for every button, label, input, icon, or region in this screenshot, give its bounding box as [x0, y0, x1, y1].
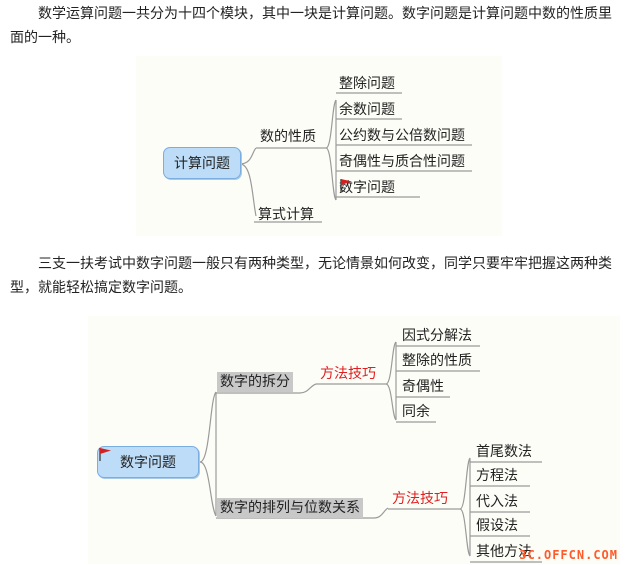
leaf-gcd-lcm[interactable]: 公约数与公倍数问题	[339, 128, 465, 144]
branch-arrangement-digits[interactable]: 数字的排列与位数关系	[217, 498, 363, 518]
branch-expression-calculation[interactable]: 算式计算	[258, 207, 314, 223]
leaf-other-methods[interactable]: 其他方法	[476, 544, 532, 560]
intro-paragraph: 数学运算问题一共分为十四个模块，其中一块是计算问题。数字问题是计算问题中数的性质…	[10, 6, 612, 46]
middle-paragraph: 三支一扶考试中数字问题一般只有两种类型，无论情景如何改变，同学只要牢牢把握这两种…	[10, 256, 612, 296]
branch-number-properties[interactable]: 数的性质	[260, 129, 316, 145]
leaf-substitution[interactable]: 代入法	[476, 494, 518, 510]
mindmap-calculation-connectors	[239, 92, 472, 223]
root-node-calculation[interactable]: 计算问题	[163, 147, 241, 179]
leaf-assumption[interactable]: 假设法	[476, 518, 518, 534]
leaf-congruence[interactable]: 同余	[402, 404, 430, 420]
leaf-number-problem-label: 数字问题	[339, 180, 395, 196]
watermark-logo: 3C.OFFCN.COM	[519, 548, 618, 562]
leaf-remainder[interactable]: 余数问题	[339, 102, 395, 118]
root-node-calculation-label: 计算问题	[174, 156, 230, 172]
branch-number-splitting[interactable]: 数字的拆分	[217, 372, 293, 392]
root-node-number-problem[interactable]: 数字问题	[97, 446, 199, 478]
leaf-divisibility-property[interactable]: 整除的性质	[402, 353, 472, 369]
leaf-head-tail[interactable]: 首尾数法	[476, 444, 532, 460]
method-tips-a[interactable]: 方法技巧	[320, 366, 376, 382]
leaf-factorization[interactable]: 因式分解法	[402, 328, 472, 344]
leaf-parity-primality[interactable]: 奇偶性与质合性问题	[339, 154, 465, 170]
method-tips-b[interactable]: 方法技巧	[392, 491, 448, 507]
mindmap-calculation: 计算问题 数的性质 算式计算 整除问题 余数问题 公约数与公倍数问题 奇偶性与质…	[136, 56, 502, 236]
leaf-parity[interactable]: 奇偶性	[402, 379, 444, 395]
leaf-equation[interactable]: 方程法	[476, 468, 518, 484]
leaf-number-problem[interactable]: 数字问题	[339, 178, 395, 198]
root-node-number-problem-label: 数字问题	[120, 455, 176, 471]
leaf-divisibility[interactable]: 整除问题	[339, 76, 395, 92]
mindmap-number-problem-connectors	[199, 341, 542, 563]
mindmap-number-problem: 数字问题 数字的拆分 数字的排列与位数关系 方法技巧 方法技巧 因式分解法 整除…	[88, 316, 620, 564]
flag-icon	[99, 448, 111, 461]
flag-icon	[340, 179, 352, 192]
